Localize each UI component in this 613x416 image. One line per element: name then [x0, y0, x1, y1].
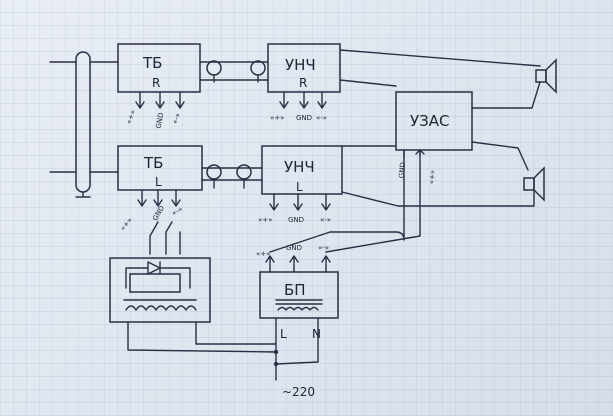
- uzas-pin-plus: «+»: [428, 169, 437, 184]
- mains-junction-1: [273, 349, 279, 355]
- mains-voltage-label: ~220: [282, 385, 315, 399]
- bp-pin-arrows: [265, 255, 331, 273]
- uzas-title: УЗАС: [410, 112, 450, 130]
- tb-l-title: ТБ: [143, 154, 163, 172]
- mains-n-label: N: [312, 327, 321, 341]
- input-connector-stand: [75, 191, 91, 198]
- unch-r-pin-plus: «+»: [270, 114, 284, 122]
- tb-psu-winding: [123, 299, 197, 311]
- speaker-l-wire: [341, 141, 535, 207]
- bp-transformer-symbol: [275, 299, 323, 311]
- tb-psu-block: [109, 257, 211, 323]
- uzas-pin-arrows: [403, 149, 425, 159]
- mains-junction-2: [273, 361, 279, 367]
- tb-psu-feed: [149, 221, 181, 255]
- tb-r-pin-minus: «-»: [171, 112, 182, 125]
- tb-l-pin-minus: «-»: [171, 205, 185, 217]
- uzas-block: [395, 91, 473, 151]
- tb-l-pin-plus: «+»: [119, 216, 134, 232]
- mains-wiring: [127, 317, 319, 381]
- unch-l-block: [261, 145, 343, 195]
- tb-r-pin-gnd: GND: [155, 112, 166, 129]
- coax-l-1: [206, 164, 222, 180]
- input-connector: [75, 51, 91, 193]
- tb-r-pin-arrows: [135, 91, 185, 109]
- unch-r-pin-arrows: [279, 91, 327, 109]
- unch-l-pin-arrows: [269, 193, 331, 211]
- tb-r-title: ТБ: [142, 54, 162, 72]
- power-bus: [269, 149, 421, 253]
- bp-block: [259, 271, 339, 319]
- speaker-l-box: [523, 177, 535, 191]
- speaker-r-cone: [545, 58, 557, 94]
- tb-psu-rectifier: [125, 261, 191, 289]
- unch-r-sub: R: [299, 76, 307, 90]
- tb-l-sub: L: [155, 175, 162, 189]
- unch-r-title: УНЧ: [285, 56, 316, 74]
- unch-r-pin-gnd: GND: [296, 114, 312, 122]
- coax-l-2: [236, 164, 252, 180]
- bp-pin-gnd: GND: [286, 244, 302, 252]
- unch-l-sub: L: [296, 180, 303, 194]
- bp-title: БП: [284, 281, 306, 299]
- speaker-r-box: [535, 69, 547, 83]
- tb-l-pin-gnd: GND: [151, 204, 166, 222]
- tb-r-sub: R: [152, 76, 160, 90]
- bp-pin-plus: «+»: [256, 250, 270, 258]
- mains-l-label: L: [280, 327, 287, 341]
- bp-pin-minus: «-»: [318, 244, 329, 252]
- tb-r-pin-plus: «+»: [125, 109, 137, 125]
- coax-l-ground: [213, 178, 245, 189]
- unch-l-title: УНЧ: [284, 158, 315, 176]
- speaker-r-wire: [339, 49, 541, 109]
- unch-l-pin-gnd: GND: [288, 216, 304, 224]
- unch-l-pin-minus: «-»: [320, 216, 331, 224]
- tb-r-block: [117, 43, 201, 93]
- coax-r-1: [206, 60, 222, 76]
- tb-psu-cap-box: [129, 273, 181, 293]
- speaker-l-cone: [533, 166, 545, 202]
- unch-r-pin-minus: «-»: [316, 114, 327, 122]
- uzas-pin-gnd: GND: [398, 162, 407, 179]
- coax-r-2: [250, 60, 266, 76]
- coax-r-ground: [213, 74, 259, 83]
- unch-l-pin-plus: «+»: [258, 216, 272, 224]
- tb-l-pin-arrows: [137, 189, 181, 207]
- coax-l-wire: [201, 167, 263, 181]
